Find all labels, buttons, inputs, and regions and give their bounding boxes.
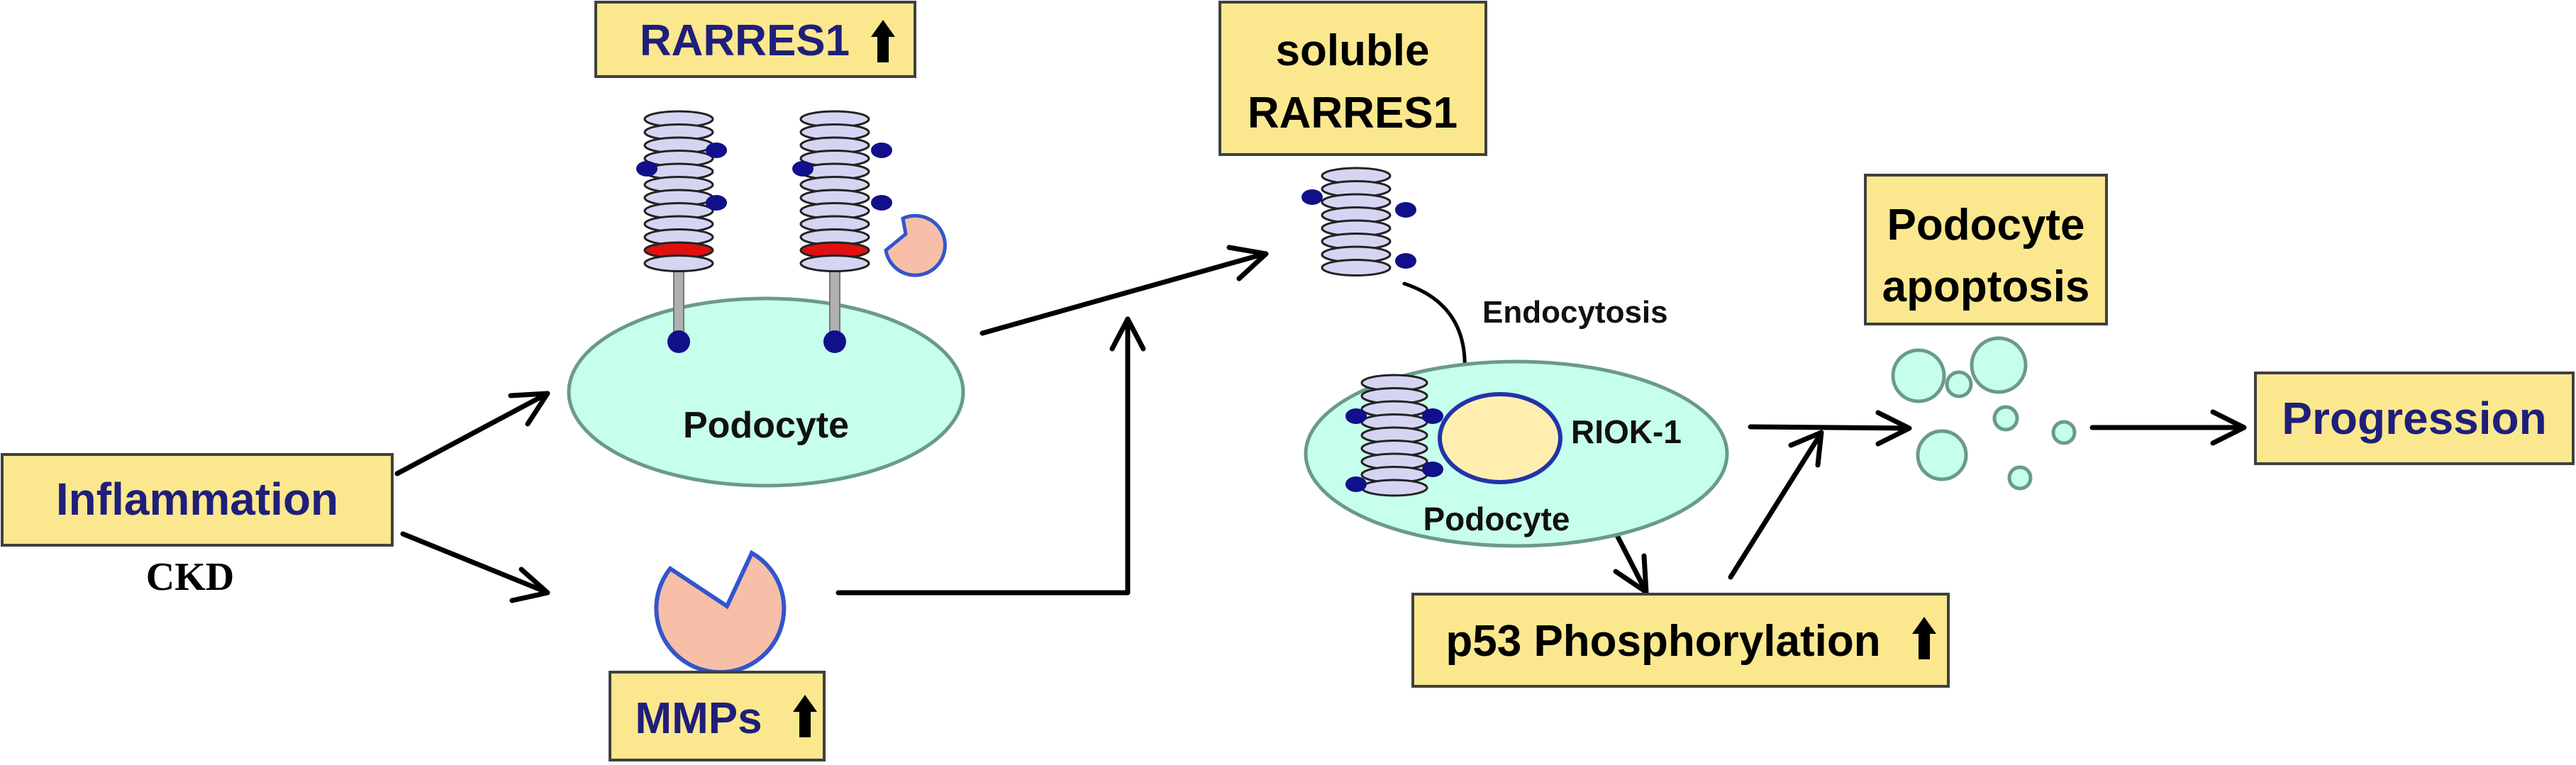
inflammation-label: Inflammation [56,474,338,525]
internalized-rarres1 [1345,374,1443,497]
mmp-free-shape [654,549,787,675]
soluble-line1: soluble [1275,26,1429,75]
soluble-rarres1-receptor [1301,167,1416,277]
endocytosis-curve [1402,281,1467,374]
up-arrow-icon [871,20,895,62]
arrow-inflammation-to-mmps [400,531,550,603]
nucleus [1438,392,1562,484]
arrow-inflammation-to-podocyte [394,391,550,476]
p53-label: p53 Phosphorylation [1445,617,1880,666]
progression-box: Progression [2254,372,2575,465]
inflammation-box: Inflammation [1,453,394,547]
rarres1-up-box: RARRES1 [594,1,916,78]
soluble-line2: RARRES1 [1248,89,1458,138]
ckd-label: CKD [146,555,234,599]
apoptosis-line1: Podocyte [1887,201,2084,250]
mmps-label: MMPs [635,694,762,743]
p53-phosphorylation-box: p53 Phosphorylation [1411,593,1950,688]
up-arrow-icon [793,695,817,737]
podocyte-right-label: Podocyte [1423,501,1570,537]
podocyte-apoptosis-box: Podocyte apoptosis [1864,174,2108,325]
receptor-disc [799,255,870,272]
endocytosis-label: Endocytosis [1482,295,1668,330]
riok1-label: RIOK-1 [1571,413,1682,450]
podocyte-cell-left [567,296,965,488]
rarres1-label: RARRES1 [640,16,850,65]
arrow-podocyte-to-soluble [979,245,1269,336]
receptor-disc [1360,479,1428,497]
apoptotic-bodies [1891,336,2077,491]
up-arrow-icon [1912,617,1936,659]
arrow-p53-to-apoptosis [1728,430,1824,580]
arrow-apoptosis-to-progression [2089,409,2247,446]
receptor-membrane-2 [792,110,947,353]
progression-label: Progression [2282,393,2546,444]
mmps-up-box: MMPs [609,671,826,761]
arrow-podocyte-to-apoptosis [1748,410,1912,447]
podocyte-left-label: Podocyte [683,405,849,446]
mmp-bound-shape [884,213,947,277]
soluble-rarres1-box: soluble RARRES1 [1218,1,1487,156]
receptor-disc [1321,259,1392,277]
arrow-mmps-to-soluble [835,316,1146,596]
apoptosis-line2: apoptosis [1882,262,2090,311]
receptor-membrane-1 [636,110,727,353]
receptor-disc [643,255,714,272]
